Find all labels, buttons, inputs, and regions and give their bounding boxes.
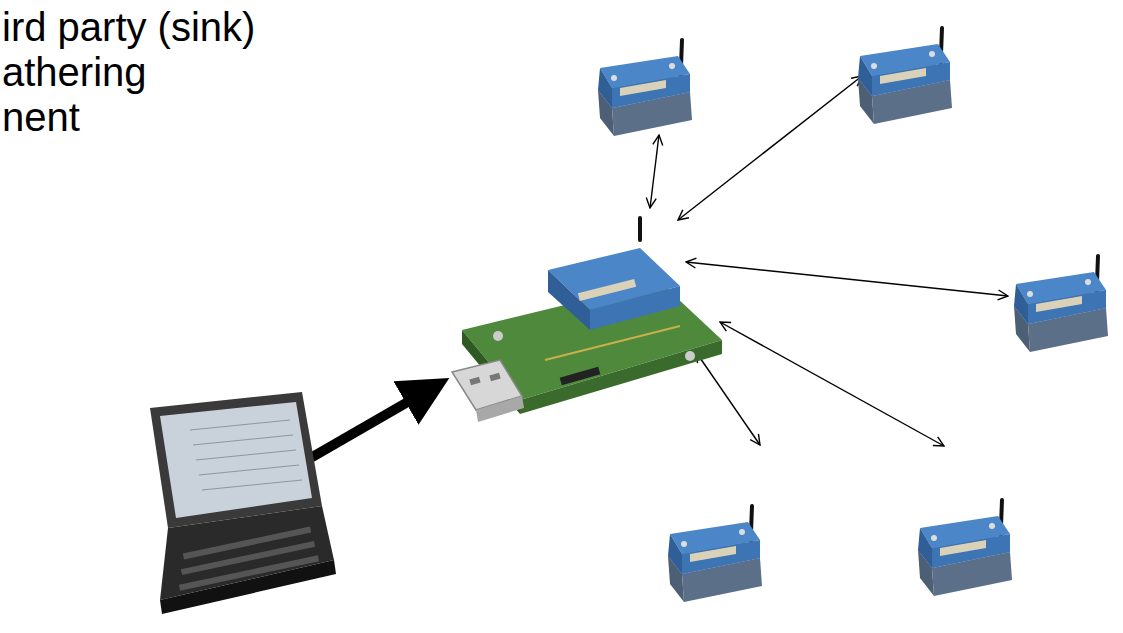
slide-text-fragment: ird party (sink) [2,4,255,50]
slide-text-fragment: athering [2,49,147,95]
slide-text-fragment: nent [2,94,80,140]
